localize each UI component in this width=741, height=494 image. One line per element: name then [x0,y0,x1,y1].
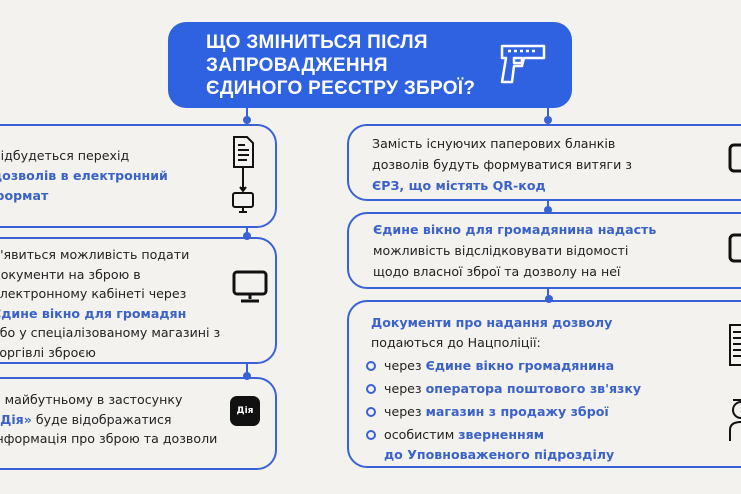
text-line: В майбутньому в застосунку [0,390,217,410]
text-line: подаються до Нацполіції: [371,333,612,353]
card-text: В майбутньому в застосунку «Дія» буде від… [0,390,217,449]
highlight-text: до Уповноваженого підрозділу [384,447,615,462]
list-item: через оператора поштового зв'язку [366,377,641,400]
highlight-text: Єдине вікно громадянина [425,358,615,373]
highlight-text: Єдине вікно для громадян [0,305,187,321]
title-line: ЗАПРОВАДЖЕННЯ [206,55,388,76]
title-line: ЄДИНОГО РЕЄСТРУ ЗБРОЇ? [206,78,476,99]
text-line: З'явиться можливість подати [0,245,220,265]
card-submit-documents [0,237,277,364]
connector-dot [545,295,553,303]
text-segment: інформація про зброю та дозволи [0,431,218,446]
document-icon [729,324,741,366]
text-line: формат [0,186,168,206]
highlight-text: оператора поштового зв'язку [425,381,642,396]
connector-dot [243,232,251,240]
officer-icon [729,399,741,441]
list-item: через Єдине вікно громадянина [366,354,641,377]
card-text: З'явиться можливість подати документи на … [0,245,220,363]
list-item: до Уповноваженого підрозділу [366,446,641,464]
text-line: електронному кабінеті через [0,284,220,304]
text-segment: або у спеціалізованому магазині з [0,325,221,341]
title-banner: ЩО ЗМІНИТЬСЯ ПІСЛЯ ЗАПРОВАДЖЕННЯ ЄДИНОГО… [168,22,572,108]
connector-dot [243,372,251,380]
title-text: ЩО ЗМІНИТЬСЯ ПІСЛЯ ЗАПРОВАДЖЕННЯ ЄДИНОГО… [206,31,475,100]
highlight-text: «Дія» [0,411,32,427]
highlight-text: магазин з продажу зброї [425,404,609,419]
highlight-text: зверненням [458,427,545,442]
text-line: Замість існуючих паперових бланків [372,133,632,154]
text-segment: можливість відслідковувати відомості [373,243,629,258]
text-line: можливість відслідковувати відомості [373,240,656,261]
highlight-text: формат [0,188,49,203]
text-segment: торгівлі зброєю [0,344,96,360]
text-segment: Замість існуючих паперових бланків [372,136,616,151]
diia-logo-text: Дія [236,406,254,416]
tablet-icon [728,143,741,173]
text-line: Відбудеться перехід [0,146,168,166]
pistol-icon [500,44,546,84]
text-line: Єдине вікно для громадянина надасть [373,219,656,240]
connector-line-right [547,108,549,303]
card-text: Документи про надання дозволу подаються д… [371,313,612,353]
text-line: щодо власної зброї та дозволу на неї [373,261,656,282]
card-electronic-format [0,124,277,228]
highlight-text: ЄРЗ, що містять QR-код [372,178,546,193]
title-line: ЩО ЗМІНИТЬСЯ ПІСЛЯ [206,32,428,53]
text-segment: подаються до Нацполіції: [371,335,541,350]
text-line: дозволів в електронний [0,166,168,186]
text-segment: З'явиться можливість подати [0,247,190,262]
list-item: через магазин з продажу зброї [366,400,641,423]
highlight-text: Єдине вікно для громадянина надасть [373,222,657,237]
text-line: документи на зброю в [0,265,220,285]
text-segment: електронному кабінеті через [0,286,187,302]
text-segment: документи на зброю в [0,266,141,282]
card-qr-extracts [347,124,741,201]
connector-dot [544,116,552,124]
text-line: торгівлі зброєю [0,343,220,363]
text-line: Єдине вікно для громадян [0,304,220,324]
card-text: Замість існуючих паперових бланків дозвол… [372,133,632,196]
text-line: Документи про надання дозволу [371,313,612,333]
card-text: Єдине вікно для громадянина надасть можли… [373,219,656,282]
tablet-icon [728,233,741,263]
bullet-circle-icon [366,384,376,394]
text-segment: щодо власної зброї та дозволу на неї [373,264,621,279]
text-line: ЄРЗ, що містять QR-код [372,175,632,196]
text-line: інформація про зброю та дозволи [0,429,217,449]
text-segment: особистим [384,427,459,442]
text-segment: дозволів будуть формуватися витяги з [372,157,632,172]
bullet-circle-icon [366,407,376,417]
text-segment: буде відображатися [31,411,172,427]
list-item: особистим зверненням [366,423,641,446]
document-to-monitor-icon [232,136,254,213]
text-line: «Дія» буде відображатися [0,410,217,430]
connector-dot [544,206,552,214]
bullet-circle-icon [366,430,376,440]
bullet-circle-icon [366,361,376,371]
highlight-text: дозволів в електронний [0,168,168,183]
text-segment: В майбутньому в застосунку [0,392,183,407]
text-segment: через [384,358,426,373]
connector-dot [243,116,251,124]
text-segment: через [384,404,426,419]
diia-app-icon: Дія [230,396,260,426]
text-segment: через [384,381,426,396]
highlight-text: Документи про надання дозволу [371,315,613,330]
text-segment: Відбудеться перехід [0,148,130,163]
card-submission-channels [347,300,741,468]
monitor-icon [232,270,268,303]
card-single-window [347,212,741,289]
text-line: або у спеціалізованому магазині з [0,323,220,343]
text-line: дозволів будуть формуватися витяги з [372,154,632,175]
card-text: Відбудеться перехід дозволів в електронни… [0,146,168,206]
